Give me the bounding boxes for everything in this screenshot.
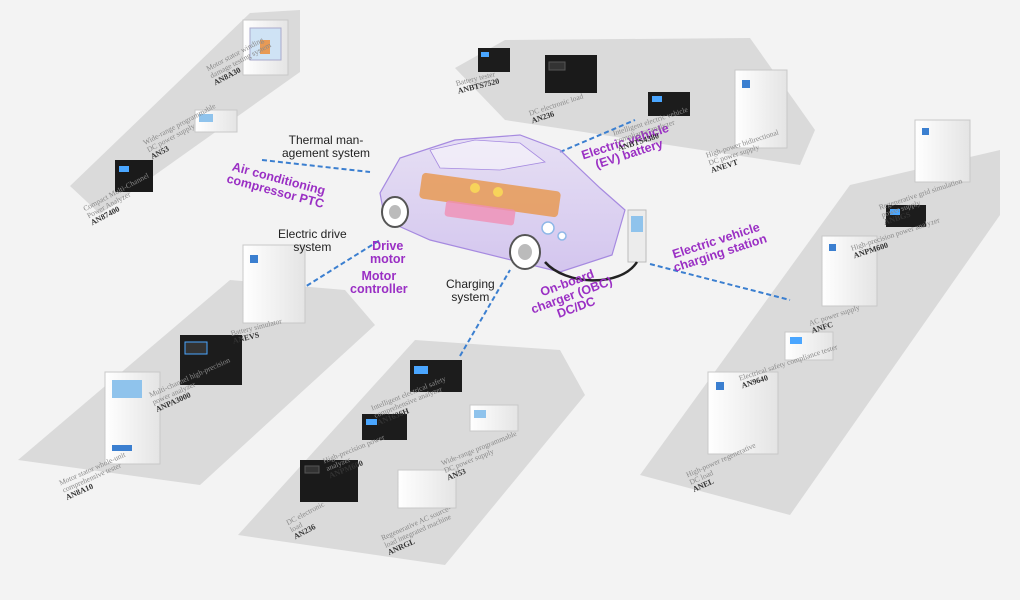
thermal-management-system-label: Thermal man- agement system — [282, 134, 370, 159]
thermal-line1: Thermal man- — [288, 133, 364, 147]
motor-controller-label: Motor controller — [350, 269, 408, 297]
device-anbts7520-image — [478, 48, 510, 72]
device-anbgs-image — [914, 119, 971, 183]
electric-drive-system-label: Electric drive system — [278, 228, 347, 253]
charging-platform — [238, 340, 585, 565]
charging-line1: Charging — [446, 277, 495, 291]
device-an53-bottom-image — [469, 404, 519, 432]
device-an1636h-image — [410, 360, 462, 392]
device-anel-image — [707, 371, 779, 455]
device-anfc-image — [821, 235, 878, 307]
drive-motor-line1: Drive — [372, 239, 404, 253]
device-anpm600-bottom-image — [362, 414, 407, 440]
charging-line2: system — [451, 289, 490, 304]
device-an87400-image — [115, 160, 153, 192]
charging-system-label: Charging system — [446, 278, 495, 303]
device-an9640-image — [784, 331, 834, 361]
device-an236-bottom-image — [300, 460, 358, 502]
device-an8a30-image — [242, 19, 289, 76]
charging-post — [544, 209, 647, 282]
device-anevt-image — [734, 69, 788, 149]
device-an8a10-image — [104, 371, 161, 465]
thermal-line2: agement system — [282, 145, 371, 160]
motor-controller-line1: Motor — [361, 269, 397, 283]
drive-line2: system — [293, 239, 332, 254]
device-an236-top-image — [545, 55, 597, 93]
device-an53-top-image — [194, 109, 238, 133]
drive-motor-line2: motor — [370, 252, 406, 267]
device-anpm600-right-image — [886, 205, 926, 227]
transparent-ev-car — [379, 134, 626, 273]
drive-line1: Electric drive — [278, 227, 347, 241]
device-anpa3000-image — [180, 335, 242, 385]
connector-lines — [261, 119, 791, 357]
motor-controller-line2: controller — [350, 282, 408, 297]
device-anbts4380-image — [648, 92, 690, 116]
device-anevs-image — [242, 244, 306, 324]
drive-motor-label: Drive motor — [370, 239, 406, 267]
device-anrgl-image — [397, 469, 457, 509]
